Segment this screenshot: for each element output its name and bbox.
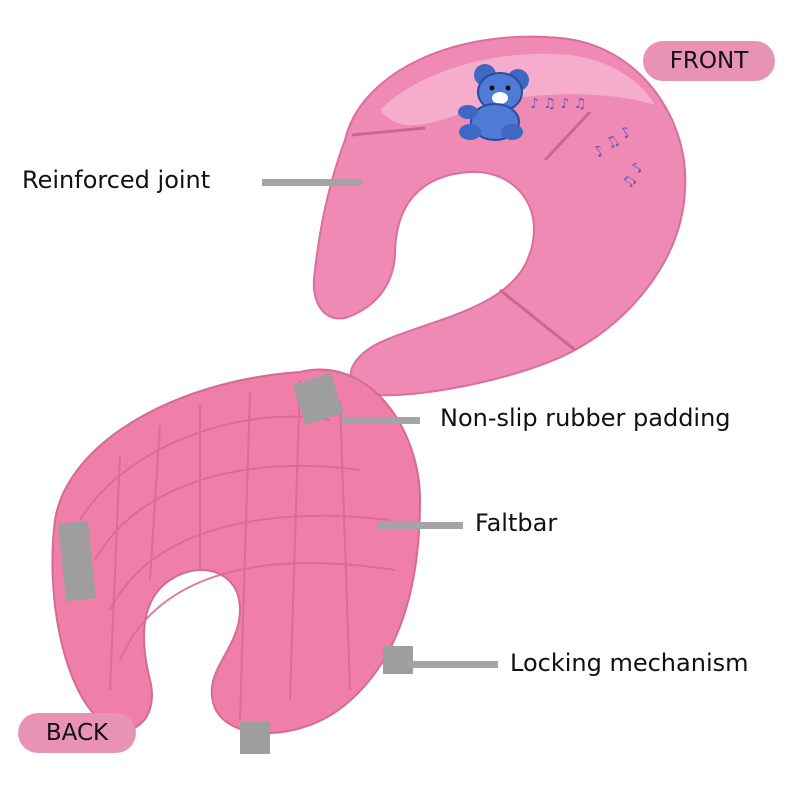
back-seat — [51, 368, 422, 754]
rubber-pad — [383, 646, 413, 674]
leader-non-slip-rubber-padding — [342, 417, 420, 424]
front-label-text: FRONT — [669, 48, 749, 74]
svg-text:♪ ♫ ♪ ♫: ♪ ♫ ♪ ♫ — [530, 96, 586, 112]
teddy-bear-icon — [458, 64, 529, 141]
rubber-pad — [58, 520, 96, 602]
front-seat: ♪ ♫ ♪ ♫ ♪ ♫ ♪ ♫ ♪ — [312, 35, 687, 397]
back-label: BACK — [18, 713, 136, 753]
rubber-pad — [240, 722, 270, 754]
front-label: FRONT — [643, 41, 775, 81]
callout-non-slip-rubber-padding: Non-slip rubber padding — [440, 404, 731, 432]
callout-reinforced-joint: Reinforced joint — [22, 166, 211, 194]
leader-faltbar — [378, 522, 463, 529]
rubber-pad — [292, 372, 344, 426]
leader-reinforced-joint — [262, 179, 362, 186]
leader-locking-mechanism — [408, 661, 498, 668]
callout-faltbar: Faltbar — [475, 509, 558, 537]
back-label-text: BACK — [45, 720, 109, 746]
callout-locking-mechanism: Locking mechanism — [510, 649, 749, 677]
